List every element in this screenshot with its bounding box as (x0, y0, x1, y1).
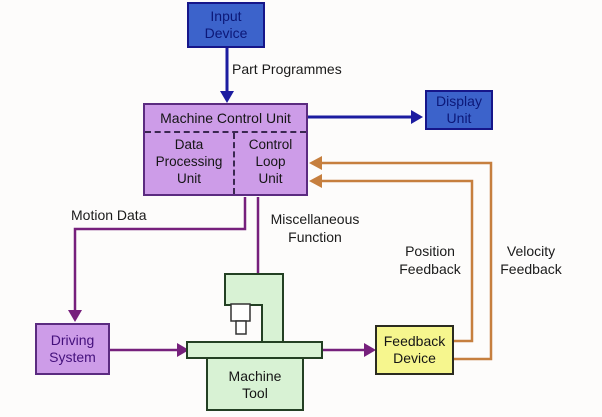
machine-control-unit-cells: Data Processing Unit Control Loop Unit (145, 133, 306, 194)
driving-system-node: Driving System (35, 323, 110, 375)
display-unit-node: Display Unit (425, 90, 493, 130)
arrowhead-motion-data (68, 310, 82, 322)
control-loop-unit-node: Control Loop Unit (248, 137, 293, 186)
edge-position-feedback (318, 179, 474, 343)
data-processing-unit-node: Data Processing Unit (145, 133, 235, 194)
machine-tool-node-label: Machine Tool (228, 368, 282, 401)
input-device-node: Input Device (187, 2, 265, 48)
machine-base-shape (206, 357, 304, 411)
edge-velocity-feedback (318, 161, 493, 361)
arrowhead-driving-to-machine (177, 343, 189, 357)
arrowhead-position-feedback (309, 174, 322, 188)
motion-data-label: Motion Data (71, 207, 147, 223)
feedback-device-node: Feedback Device (375, 325, 454, 375)
position-feedback-label: Position Feedback (399, 243, 461, 277)
machine-control-unit-title: Machine Control Unit (145, 105, 306, 133)
arrowhead-velocity-feedback (309, 156, 322, 170)
machine-table-shape (186, 341, 323, 359)
machine-tool-bit-shape (235, 320, 247, 335)
edge-motion-data (73, 197, 247, 312)
machine-spindle-shape (230, 303, 251, 322)
part-programmes-label: Part Programmes (232, 61, 342, 77)
machine-control-unit-node: Machine Control Unit Data Processing Uni… (143, 103, 308, 196)
arrowhead-mcu-to-display (411, 110, 423, 124)
velocity-feedback-label: Velocity Feedback (500, 243, 562, 277)
arrowhead-machine-to-feedback (364, 343, 376, 357)
miscellaneous-function-label: Miscellaneous Function (270, 211, 360, 245)
arrowhead-input-to-mcu (220, 91, 234, 103)
